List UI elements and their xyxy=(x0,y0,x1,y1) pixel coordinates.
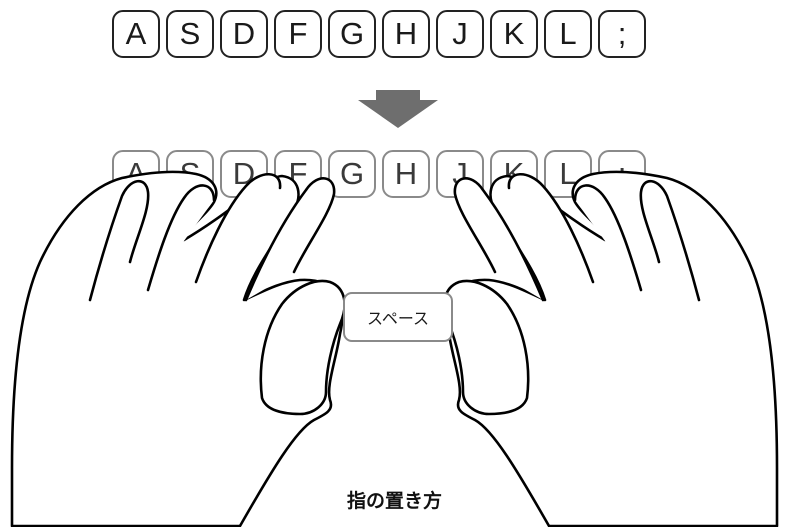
key-d: D xyxy=(220,10,268,58)
right-pinky-finger xyxy=(639,179,701,302)
right-hand-palm xyxy=(445,170,779,527)
key-g-lower: G xyxy=(328,150,376,198)
key-semicolon: ; xyxy=(598,10,646,58)
space-key: スペース xyxy=(343,292,453,342)
left-hand-palm xyxy=(10,170,344,527)
key-h: H xyxy=(382,10,430,58)
right-index-finger xyxy=(453,177,545,302)
right-middle-finger xyxy=(507,172,595,284)
left-ring-finger xyxy=(146,184,216,292)
key-g: G xyxy=(328,10,376,58)
key-s: S xyxy=(166,10,214,58)
home-row-keys: A S D F G H J K L ; xyxy=(112,10,646,58)
key-j: J xyxy=(436,10,484,58)
down-arrow-icon xyxy=(358,90,438,128)
right-ring-finger xyxy=(573,184,643,292)
key-a: A xyxy=(112,10,160,58)
caption: 指の置き方 xyxy=(346,491,442,512)
left-thumb xyxy=(259,279,346,416)
left-index-finger xyxy=(244,177,336,302)
left-middle-finger xyxy=(194,172,282,284)
key-h-lower: H xyxy=(382,150,430,198)
key-f: F xyxy=(274,10,322,58)
key-l: L xyxy=(544,10,592,58)
left-pinky-finger xyxy=(88,179,150,302)
key-k: K xyxy=(490,10,538,58)
